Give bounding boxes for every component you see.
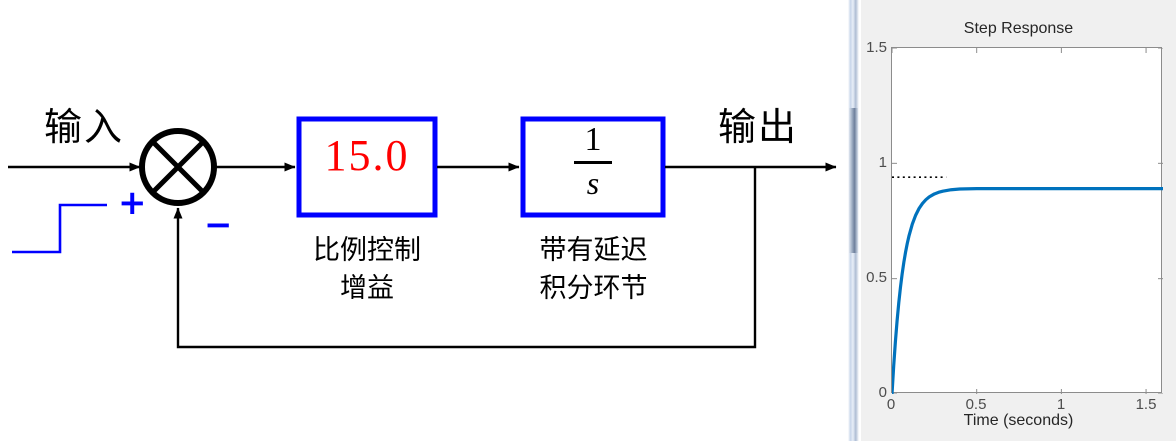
tick-marks	[892, 48, 1163, 394]
y-tick-label-1: 1	[878, 154, 887, 171]
x-tick-label-0.5: 0.5	[965, 396, 987, 413]
panel-divider	[845, 0, 861, 441]
y-tick-label-0: 0	[878, 384, 887, 401]
x-tick-label-1: 1	[1056, 396, 1066, 413]
gain-caption-line-2: 增益	[340, 273, 394, 305]
gain-value[interactable]: 15.0	[324, 131, 410, 180]
integrator-block-rect	[520, 116, 666, 218]
step-source-waveform	[12, 203, 107, 254]
diagram-canvas	[8, 116, 837, 349]
wire-feedback	[173, 167, 757, 349]
y-tick-label-0.5: 0.5	[866, 269, 887, 286]
vertical-scrollbar-thumb[interactable]	[849, 108, 858, 253]
plot-area	[891, 47, 1163, 394]
gain-block-rect	[296, 116, 438, 218]
x-axis-label: Time (seconds)	[963, 412, 1074, 429]
y-tick-label-1.5: 1.5	[866, 39, 887, 56]
integrator-caption-line-1: 带有延迟	[539, 235, 648, 266]
integrator-numerator: 1	[584, 121, 602, 158]
block-diagram-panel: 输入 输出 + − 15.0 1 s 比例控制 增益 带有延迟 积分环节	[8, 105, 837, 349]
chart-title: Step Response	[963, 20, 1074, 37]
plot-canvas	[892, 48, 1163, 394]
gain-caption-line-1: 比例控制	[313, 235, 421, 266]
fraction-bar-icon	[574, 160, 612, 164]
input-label: 输入	[44, 105, 125, 149]
x-tick-label-0: 0	[886, 396, 896, 413]
summing-junction	[139, 128, 217, 206]
integrator-caption-line-2: 积分环节	[539, 273, 648, 305]
integrator-block-caption: 带有延迟 积分环节	[521, 232, 666, 309]
x-tick-label-1.5: 1.5	[1135, 396, 1157, 413]
gain-block-caption: 比例控制 增益	[297, 232, 437, 309]
step-response-figure: Step Response 1.5 1 0.5 0 0 0.5 1 1.5 Ti…	[861, 0, 1176, 441]
integrator-transfer-function: 1 s	[523, 122, 663, 200]
step-response-curve	[892, 187, 1163, 394]
integrator-denominator: s	[586, 164, 600, 201]
output-label: 输出	[718, 105, 799, 149]
summing-minus-sign: −	[204, 205, 233, 245]
summing-plus-sign: +	[118, 183, 147, 223]
